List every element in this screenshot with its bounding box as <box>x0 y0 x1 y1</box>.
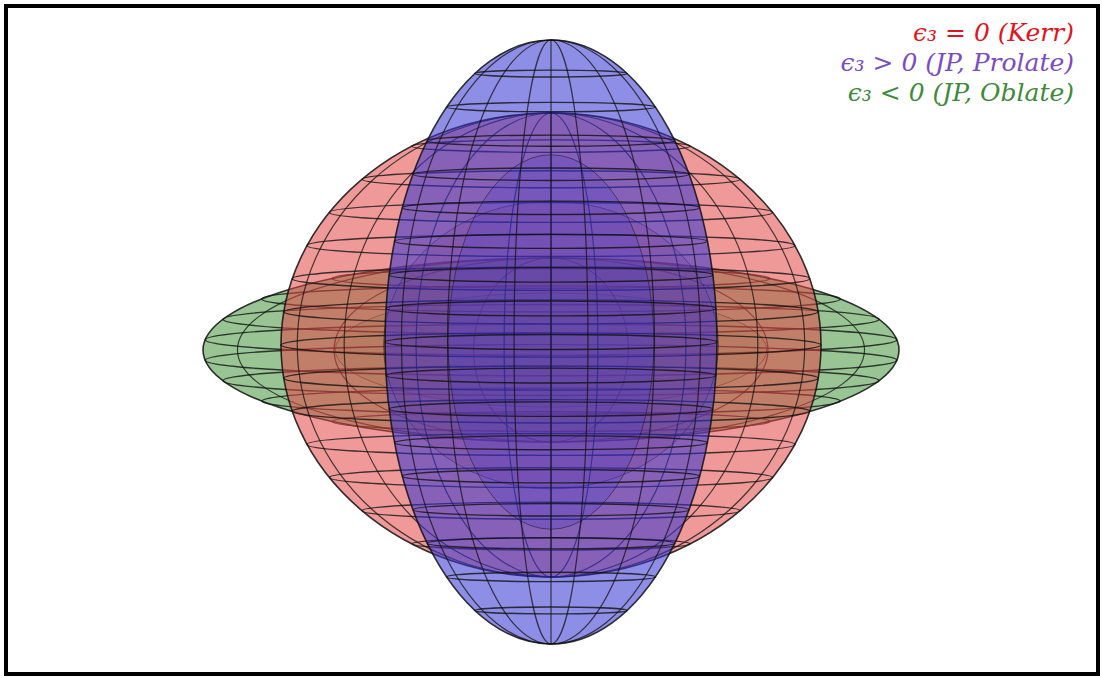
legend-entry: ϵ₃ = 0 (Kerr) <box>841 18 1074 48</box>
meridian-line <box>448 40 655 644</box>
legend-text: ϵ₃ < 0 (JP, Oblate) <box>848 78 1074 107</box>
legend: ϵ₃ = 0 (Kerr)ϵ₃ > 0 (JP, Prolate)ϵ₃ < 0 … <box>841 18 1074 108</box>
prolate-ellipsoid <box>385 40 717 644</box>
meridian-line <box>401 40 700 644</box>
meridian-line <box>514 40 588 644</box>
legend-text: ϵ₃ = 0 (Kerr) <box>913 18 1074 47</box>
legend-entry: ϵ₃ < 0 (JP, Oblate) <box>841 78 1074 108</box>
legend-text: ϵ₃ > 0 (JP, Prolate) <box>841 48 1074 77</box>
legend-entry: ϵ₃ > 0 (JP, Prolate) <box>841 48 1074 78</box>
meridian-line <box>550 40 551 644</box>
ellipsoid-body <box>385 40 717 644</box>
